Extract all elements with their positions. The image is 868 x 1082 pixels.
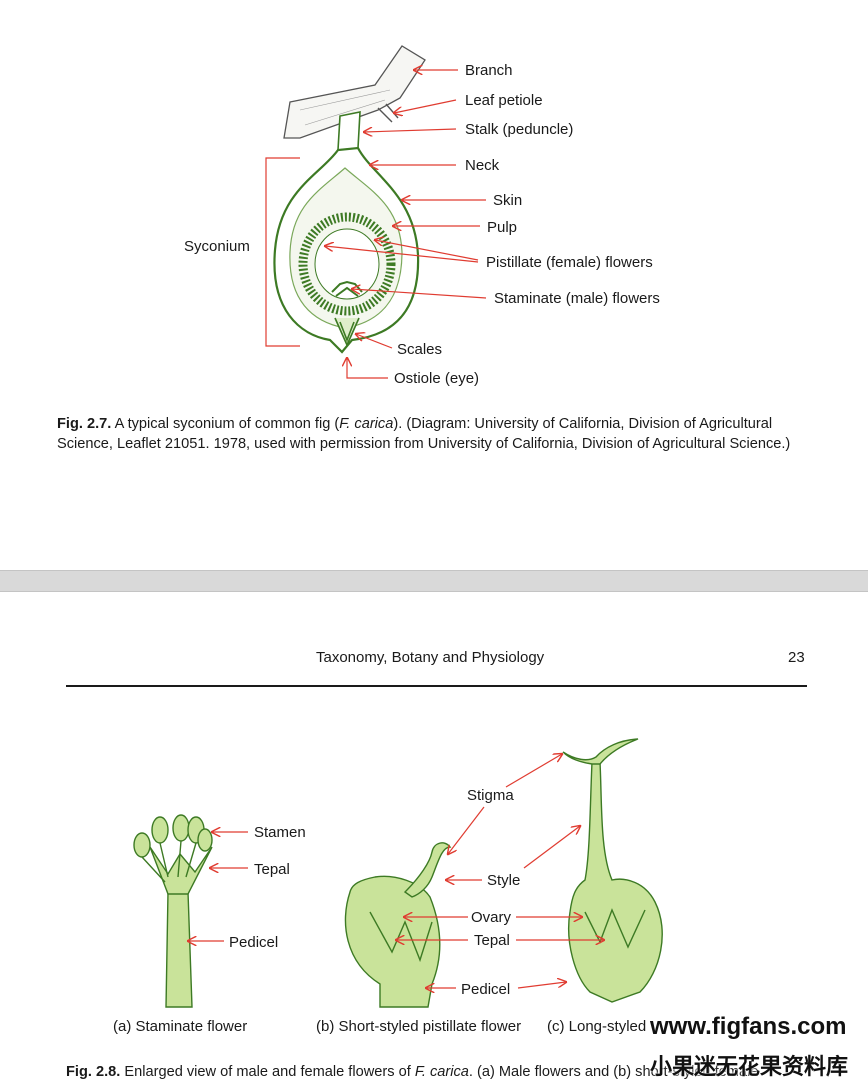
running-head-title: Taxonomy, Botany and Physiology	[316, 649, 545, 666]
label-stalk: Stalk (peduncle)	[465, 121, 573, 138]
caption-text: A typical syconium of common fig (	[114, 416, 340, 432]
subcaption-c: (c) Long-styled	[547, 1018, 646, 1035]
label-pedicel-a: Pedicel	[229, 934, 278, 951]
syconium-bracket	[265, 157, 300, 347]
label-scales: Scales	[397, 341, 442, 358]
figure-2-7-caption: Fig. 2.7. A typical syconium of common f…	[57, 414, 802, 454]
label-ostiole: Ostiole (eye)	[394, 370, 479, 387]
caption-number: Fig. 2.8.	[66, 1064, 121, 1080]
staminate-flower-drawing	[133, 814, 213, 1008]
label-syconium: Syconium	[184, 238, 250, 255]
stalk-shape	[337, 111, 361, 151]
label-leaf-petiole: Leaf petiole	[465, 92, 543, 109]
caption-text: Enlarged view of male and female flowers…	[124, 1064, 415, 1080]
page-number: 23	[788, 649, 805, 666]
syconium-diagram: Branch Leaf petiole Stalk (peduncle) Nec…	[184, 45, 660, 387]
label-skin: Skin	[493, 192, 522, 209]
caption-species: F. carica	[339, 416, 394, 432]
watermark-url: www.figfans.com	[650, 1013, 847, 1040]
flowers-diagram: Stamen Tepal Pedicel Stigma Style Ovary …	[113, 738, 663, 1035]
page-fig-2-7: Branch Leaf petiole Stalk (peduncle) Nec…	[57, 45, 802, 454]
pistillate-flowers-ring	[298, 212, 396, 316]
page-separator	[0, 570, 868, 592]
label-style: Style	[487, 872, 520, 889]
caption-text-rest: . (a) Male flowers and (b) short-styled …	[468, 1064, 759, 1080]
caption-species: F. carica	[414, 1064, 469, 1080]
label-branch: Branch	[465, 62, 513, 79]
long-styled-flower-drawing	[562, 738, 663, 1003]
label-tepal-b: Tepal	[474, 932, 510, 949]
subcaption-a: (a) Staminate flower	[113, 1018, 247, 1035]
caption-text-rest: ). (Diagram: University of California, D…	[57, 416, 791, 452]
watermark-chinese: 小果迷无花果资料库	[650, 1054, 849, 1079]
label-ovary: Ovary	[471, 909, 512, 926]
header-rule	[66, 685, 807, 687]
scales-shape	[334, 317, 360, 347]
label-stigma: Stigma	[467, 787, 514, 804]
caption-number: Fig. 2.7.	[57, 416, 112, 432]
label-staminate: Staminate (male) flowers	[494, 290, 660, 307]
branch-shape	[283, 45, 426, 139]
short-styled-flower-drawing	[344, 842, 452, 1008]
subcaption-b: (b) Short-styled pistillate flower	[316, 1018, 521, 1035]
page-23: Taxonomy, Botany and Physiology 23	[0, 592, 868, 1080]
label-pedicel-b: Pedicel	[461, 981, 510, 998]
label-pulp: Pulp	[487, 219, 517, 236]
label-tepal-a: Tepal	[254, 861, 290, 878]
label-stamen: Stamen	[254, 824, 306, 841]
label-neck: Neck	[465, 157, 500, 174]
label-pistillate: Pistillate (female) flowers	[486, 254, 653, 271]
figure-2-8-caption: Fig. 2.8. Enlarged view of male and fema…	[66, 1062, 826, 1082]
